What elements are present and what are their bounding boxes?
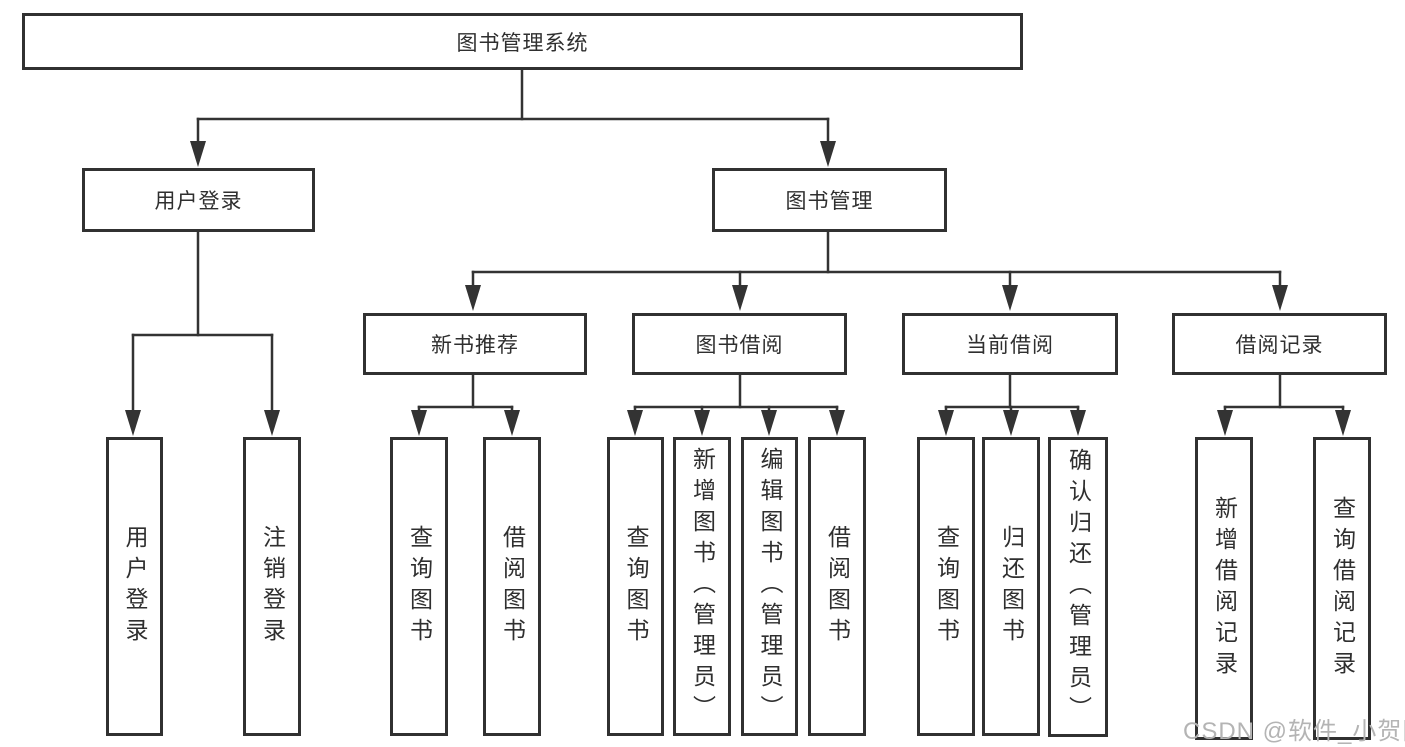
leaf-add-borrow-record: 新增借阅记录	[1195, 437, 1253, 740]
leaf-borrow-books-2: 借阅图书	[808, 437, 866, 736]
node-library-management-system: 图书管理系统	[22, 13, 1023, 70]
leaf-return-books: 归还图书	[982, 437, 1040, 736]
leaf-query-books-2: 查询图书	[607, 437, 664, 736]
node-book-borrowing: 图书借阅	[632, 313, 847, 375]
leaf-confirm-return-admin: 确认归还（管理员）	[1048, 437, 1108, 737]
leaf-query-books-3: 查询图书	[917, 437, 975, 736]
leaf-query-books: 查询图书	[390, 437, 448, 736]
leaf-user-login: 用户登录	[106, 437, 163, 736]
node-current-borrowing: 当前借阅	[902, 313, 1118, 375]
leaf-logout: 注销登录	[243, 437, 301, 736]
leaf-edit-books-admin: 编辑图书（管理员）	[741, 437, 798, 736]
leaf-borrow-books: 借阅图书	[483, 437, 541, 736]
csdn-watermark: CSDN @软件_小贺同学	[1183, 718, 1405, 745]
node-new-book-recommendation: 新书推荐	[363, 313, 587, 375]
node-borrowing-records: 借阅记录	[1172, 313, 1387, 375]
node-user-login: 用户登录	[82, 168, 315, 232]
leaf-query-borrow-record: 查询借阅记录	[1313, 437, 1371, 740]
node-book-management: 图书管理	[712, 168, 947, 232]
leaf-add-books-admin: 新增图书（管理员）	[673, 437, 731, 736]
